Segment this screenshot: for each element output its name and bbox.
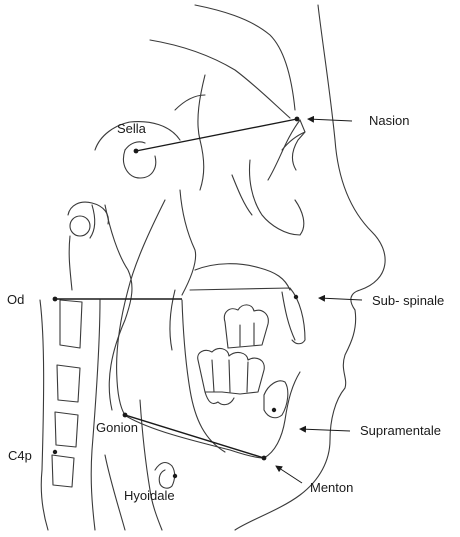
- c4p-point: [53, 450, 57, 454]
- cranial-base-contour: [95, 5, 304, 235]
- sub-spinale-point: [294, 295, 298, 299]
- sella-turcica: [123, 142, 155, 178]
- od-label: Od: [7, 292, 24, 307]
- gonion-point: [123, 413, 128, 418]
- menton-arrow: [276, 466, 302, 483]
- nasion-point: [295, 117, 300, 122]
- od-point: [53, 297, 58, 302]
- sella-point: [134, 149, 139, 154]
- supramentale-point: [272, 408, 276, 412]
- hyoid-bone: [155, 463, 175, 489]
- nasion-arrow: [308, 119, 352, 121]
- gonion-label: Gonion: [96, 420, 138, 435]
- sub-spinale-arrow: [319, 298, 362, 300]
- menton-point: [262, 456, 267, 461]
- c4p-label: C4p: [8, 448, 32, 463]
- supramentale-arrow: [300, 429, 350, 431]
- hyoidale-point: [173, 474, 177, 478]
- nasion-label: Nasion: [369, 113, 409, 128]
- atlas-odontoid: [68, 202, 108, 290]
- hyoidale-label: Hyoidale: [124, 488, 175, 503]
- menton-label: Menton: [310, 480, 353, 495]
- sella-label: Sella: [117, 121, 147, 136]
- lower-neck: [105, 455, 125, 530]
- sub-spinale-label: Sub- spinale: [372, 293, 444, 308]
- orbit-and-zygoma: [195, 175, 290, 290]
- cervical-vertebrae: [40, 300, 100, 530]
- maxilla-and-teeth: [190, 288, 305, 418]
- ramus-and-pharynx: [105, 190, 196, 530]
- sella-nasion-line: [136, 119, 297, 151]
- gonion-menton-line: [125, 415, 264, 458]
- supramentale-label: Supramentale: [360, 423, 441, 438]
